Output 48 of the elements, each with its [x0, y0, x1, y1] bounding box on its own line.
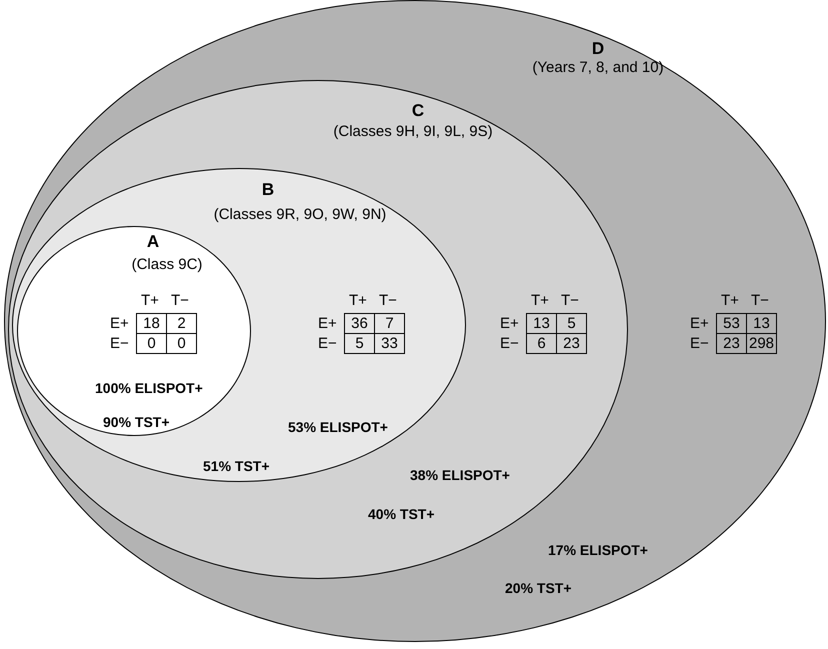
- column-header: T+: [721, 293, 739, 308]
- group-letter: D: [592, 40, 604, 57]
- column-header: T+: [349, 293, 367, 308]
- column-header: T−: [561, 293, 579, 308]
- table-cell: 5: [556, 313, 587, 334]
- table-cell: 18: [136, 313, 167, 334]
- table-cell: 5: [344, 333, 375, 354]
- table-cell: 13: [746, 313, 777, 334]
- row-header: E+: [690, 316, 709, 331]
- percentage-label: 17% ELISPOT+: [548, 543, 648, 557]
- column-header: T+: [531, 293, 549, 308]
- group-description: (Classes 9H, 9I, 9L, 9S): [333, 124, 493, 139]
- table-cell: 53: [716, 313, 747, 334]
- table-cell: 33: [374, 333, 405, 354]
- table-cell: 23: [716, 333, 747, 354]
- column-header: T−: [751, 293, 769, 308]
- row-header: E−: [318, 336, 337, 351]
- column-header: T−: [379, 293, 397, 308]
- group-letter: A: [146, 233, 160, 250]
- group-letter: B: [262, 181, 274, 198]
- percentage-label: 51% TST+: [203, 459, 270, 473]
- row-header: E+: [318, 316, 337, 331]
- table-cell: 23: [556, 333, 587, 354]
- table-cell: 0: [166, 333, 197, 354]
- percentage-label: 100% ELISPOT+: [95, 381, 203, 395]
- group-description: (Class 9C): [132, 257, 202, 272]
- table-cell: 13: [526, 313, 557, 334]
- percentage-label: 53% ELISPOT+: [288, 420, 388, 434]
- row-header: E−: [110, 336, 129, 351]
- table-cell: 298: [746, 333, 777, 354]
- row-header: E−: [500, 336, 519, 351]
- column-header: T+: [141, 293, 159, 308]
- group-description: (Classes 9R, 9O, 9W, 9N): [214, 207, 386, 222]
- row-header: E+: [110, 316, 129, 331]
- table-cell: 0: [136, 333, 167, 354]
- percentage-label: 40% TST+: [368, 507, 435, 521]
- table-cell: 7: [374, 313, 405, 334]
- percentage-label: 90% TST+: [103, 415, 170, 429]
- row-header: E−: [690, 336, 709, 351]
- table-cell: 6: [526, 333, 557, 354]
- group-letter: C: [412, 102, 424, 119]
- percentage-label: 20% TST+: [505, 581, 572, 595]
- group-description: (Years 7, 8, and 10): [532, 60, 664, 75]
- table-cell: 2: [166, 313, 197, 334]
- column-header: T−: [171, 293, 189, 308]
- percentage-label: 38% ELISPOT+: [410, 468, 510, 482]
- table-cell: 36: [344, 313, 375, 334]
- row-header: E+: [500, 316, 519, 331]
